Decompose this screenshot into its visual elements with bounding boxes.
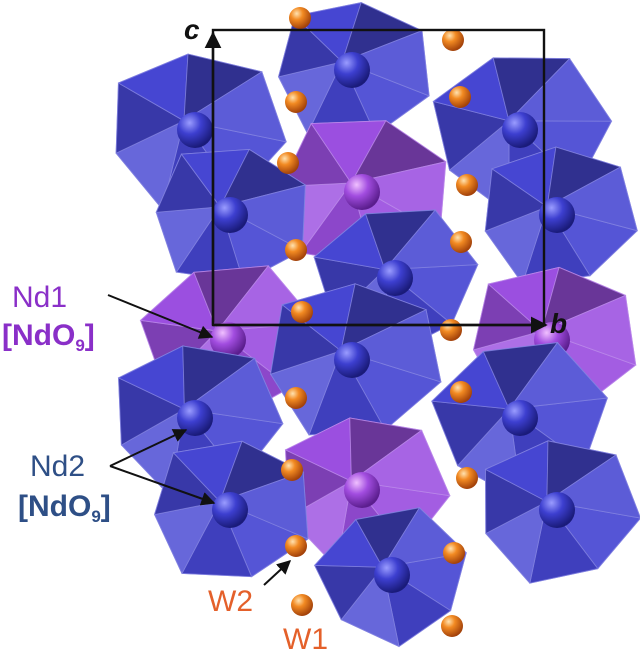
nd2-atom <box>539 197 575 233</box>
water-oxygen <box>441 615 463 637</box>
water-oxygen <box>456 467 478 489</box>
unit-cell: c b <box>184 14 567 339</box>
nd1-pointer-arrow <box>107 294 214 339</box>
water-oxygen <box>440 319 462 341</box>
nd2-atom <box>334 52 370 88</box>
water-oxygen <box>285 239 307 261</box>
water-oxygen <box>291 301 313 323</box>
water-layer <box>277 7 478 637</box>
w2-pointer-arrow <box>263 560 292 586</box>
nd2-atom <box>212 492 248 528</box>
water-oxygen <box>443 542 465 564</box>
water-oxygen <box>285 387 307 409</box>
nd2-polyhedron <box>277 2 430 136</box>
w2-label: W2 <box>208 585 253 618</box>
nd2-upper-pointer-arrow <box>109 429 188 467</box>
nd2-atom <box>374 557 410 593</box>
water-oxygen <box>449 86 471 108</box>
nd2-formula-label: [NdO9] <box>18 490 111 526</box>
nd2-site-label: Nd2 <box>30 450 85 483</box>
nd1-atom <box>344 472 380 508</box>
water-oxygen <box>456 174 478 196</box>
nd2-polyhedron <box>153 440 309 578</box>
nd1-formula-label: [NdO9] <box>2 319 95 355</box>
w1-label: W1 <box>283 623 328 655</box>
nd2-polyhedron <box>313 507 468 648</box>
nd2-atom <box>177 112 213 148</box>
nd2-atom <box>539 492 575 528</box>
water-oxygen <box>450 381 472 403</box>
nd2-atom <box>212 197 248 233</box>
annotation-arrows <box>107 294 292 586</box>
nd2-lower-pointer-arrow <box>109 465 216 506</box>
water-oxygen <box>285 535 307 557</box>
nd2-atom <box>377 260 413 296</box>
water-oxygen <box>442 29 464 51</box>
nd2-atom <box>502 112 538 148</box>
nd2-polyhedron <box>484 146 639 285</box>
nd1-site-label: Nd1 <box>12 281 67 314</box>
nd2-atom <box>177 400 213 436</box>
nd2-atom <box>334 342 370 378</box>
water-oxygen <box>285 91 307 113</box>
nd1-atom <box>210 322 246 358</box>
water-oxygen <box>277 152 299 174</box>
nd1-atom <box>344 174 380 210</box>
nd2-polyhedron <box>484 440 640 585</box>
water-oxygen <box>450 231 472 253</box>
water-oxygen <box>289 7 311 29</box>
nd2-atom <box>502 400 538 436</box>
nd1-label: Nd1 [NdO9] <box>2 281 95 355</box>
b-axis-label: b <box>550 308 567 339</box>
nd2-polyhedron <box>155 148 307 283</box>
c-axis-label: c <box>184 14 200 45</box>
nd2-label: Nd2 [NdO9] <box>18 450 111 526</box>
water-oxygen <box>291 594 313 616</box>
water-oxygen <box>281 459 303 481</box>
